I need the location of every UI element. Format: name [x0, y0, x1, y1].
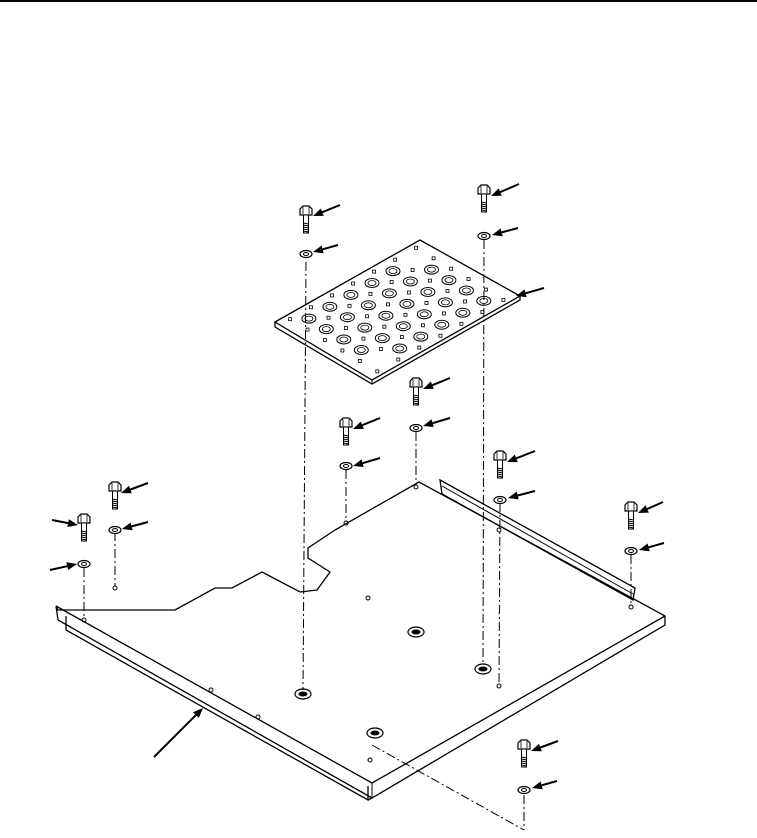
perforation-hole: [437, 297, 453, 308]
perforation-hole: [374, 333, 390, 344]
perforation-dot: [403, 312, 408, 317]
perforation-dot: [484, 287, 488, 292]
perforation-hole: [455, 307, 471, 318]
perforation-dot: [351, 281, 356, 286]
perforation-hole: [336, 334, 352, 345]
perforation-dot: [340, 348, 345, 353]
perforation-dot: [396, 357, 401, 362]
perforation-dot: [420, 323, 425, 328]
perforation-hole: [424, 264, 439, 275]
perforation-dot: [431, 256, 436, 261]
perforation-dot: [501, 298, 506, 302]
perforation-dot: [414, 245, 419, 250]
callout-arrow: [423, 417, 451, 427]
perforation-dot: [424, 300, 429, 305]
perforation-dot: [326, 315, 331, 320]
perforation-dot: [407, 290, 411, 295]
perforation-dot: [322, 338, 327, 342]
perforation-dot: [382, 324, 387, 329]
callout-arrows: [49, 183, 665, 790]
perforation-hole: [385, 266, 401, 277]
perforation-hole: [402, 276, 418, 287]
perforation-dot: [417, 345, 422, 350]
callout-arrow: [122, 521, 149, 531]
perforation-hole: [413, 331, 429, 342]
perforation-dot: [372, 269, 377, 274]
perforation-hole: [357, 322, 373, 333]
perforation-dot: [410, 268, 415, 273]
perforation-hole: [381, 288, 397, 299]
perforation-dot: [361, 336, 366, 341]
perforation-hole: [420, 287, 436, 297]
perforation-hole: [399, 298, 415, 309]
perforation-hole: [395, 321, 411, 332]
perforation-dot: [445, 289, 450, 293]
callout-arrow: [49, 562, 77, 571]
perforation-dot: [438, 333, 443, 338]
perforation-hole: [318, 324, 334, 335]
perforation-dot: [459, 321, 464, 326]
callout-arrow: [313, 244, 339, 254]
callout-arrow: [51, 519, 78, 527]
perforation-dot: [343, 326, 348, 331]
perforation-dot: [378, 347, 383, 351]
perforation-dot: [449, 266, 454, 271]
callout-arrow: [507, 450, 536, 463]
perforation-hole: [364, 278, 380, 288]
perforation-hole: [339, 312, 355, 323]
perforation-hole: [353, 345, 369, 355]
callout-arrow: [491, 183, 520, 196]
header-rule: [0, 0, 757, 2]
callout-arrow: [121, 482, 149, 494]
perforation-hole: [301, 313, 317, 324]
perforation-dot: [399, 335, 404, 340]
perforation-dot-grid: [288, 245, 506, 374]
callout-arrow: [639, 542, 665, 552]
perforation-hole: [322, 301, 338, 312]
perforation-hole: [416, 309, 432, 320]
callout-arrow: [353, 457, 381, 467]
perforation-dot: [466, 277, 471, 282]
perforation-dot: [357, 358, 362, 363]
base-plate: [55, 478, 666, 802]
perforation-dot: [386, 302, 390, 307]
perforation-hole: [343, 289, 359, 300]
perforation-hole: [392, 343, 408, 354]
perforation-dot: [288, 317, 292, 322]
perforation-hole: [458, 285, 474, 296]
callout-arrow: [353, 417, 381, 429]
perforation-hole: [378, 310, 394, 321]
perforation-dot: [375, 369, 380, 374]
perforation-hole: [360, 300, 376, 311]
callout-arrow: [531, 740, 559, 752]
perforation-dot: [463, 299, 467, 304]
callout-arrow: [508, 490, 536, 500]
callout-arrow: [492, 227, 519, 237]
perforation-hole: [434, 319, 450, 330]
perforation-dot: [347, 303, 352, 308]
callout-arrow: [516, 287, 545, 298]
callout-arrow: [313, 204, 341, 216]
perforation-dot: [365, 314, 369, 319]
perforation-dot: [368, 291, 373, 296]
perforation-dot: [309, 305, 313, 310]
perforation-dot: [389, 280, 394, 284]
perforation-dot: [330, 293, 335, 298]
perforation-dot: [305, 327, 310, 332]
perforation-dot: [428, 278, 432, 283]
plate-hole: [81, 484, 634, 763]
callout-arrow: [532, 780, 558, 790]
perforation-dot: [441, 311, 446, 316]
perforation-hole: [441, 275, 457, 286]
alignment-lines: [83, 239, 632, 831]
callout-arrow: [153, 708, 203, 758]
callout-arrow: [638, 501, 664, 513]
callout-arrow: [423, 377, 451, 389]
perforation-dot: [393, 257, 398, 262]
